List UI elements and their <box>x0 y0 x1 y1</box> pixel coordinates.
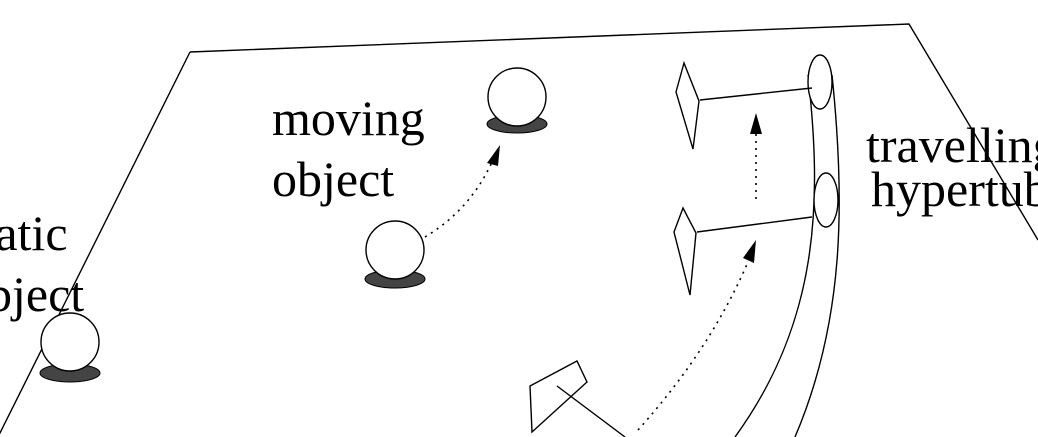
moving-object-label-line1: moving <box>272 90 425 146</box>
frame-lower-connector <box>556 385 626 437</box>
moving-object-arrowhead <box>487 145 500 166</box>
frame-upper <box>675 60 813 150</box>
static-object-label-line1: static <box>0 205 68 261</box>
moving-object-start <box>364 220 426 289</box>
moving-object-end <box>486 67 548 134</box>
static-object-label-line2: object <box>0 266 84 322</box>
frame-lower <box>529 360 626 437</box>
hypertube-cross-section-upper <box>807 54 833 110</box>
frame-lower-plane <box>529 360 588 434</box>
frame-middle-connector <box>696 216 813 233</box>
frame-middle <box>673 206 813 296</box>
frame-trajectory-lower-arrowhead <box>743 240 756 263</box>
moving-object-label-line2: object <box>272 151 394 207</box>
moving-object-trajectory <box>424 161 493 238</box>
static-object <box>39 312 101 383</box>
hypertube-label-line2: hypertube <box>871 161 1038 217</box>
frame-upper-connector <box>699 87 813 101</box>
frame-trajectory-lower <box>637 261 749 431</box>
frame-middle-plane <box>673 206 697 296</box>
frame-trajectory-upper-arrowhead <box>750 113 762 134</box>
hypertube-label-line1: travelling <box>866 117 1038 173</box>
hypertube-cross-section-lower <box>813 172 839 228</box>
moving-object-end-sphere <box>487 67 547 127</box>
static-object-sphere <box>40 312 100 372</box>
hypertube <box>734 54 840 437</box>
hypertube-inner-wall <box>794 74 840 437</box>
frame-upper-plane <box>675 60 700 150</box>
hypertube-outer-wall <box>734 74 816 437</box>
moving-object-start-sphere <box>365 220 425 280</box>
ground-plane <box>0 23 1038 435</box>
